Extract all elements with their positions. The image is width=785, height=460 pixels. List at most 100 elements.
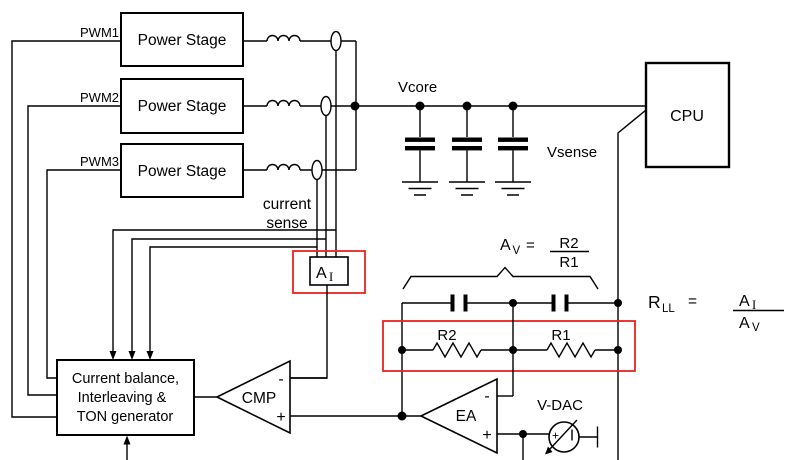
- junction-dot: [397, 411, 407, 421]
- av-equals: =: [526, 237, 535, 254]
- rll-den-sub: V: [752, 322, 760, 334]
- sense2-to-controller-wire: [131, 238, 326, 352]
- cmp-plus-sign: +: [276, 409, 285, 426]
- ai-output-wire: [290, 285, 328, 379]
- output-capacitor-3: [495, 101, 531, 196]
- current-sense-transformer-icon: [320, 95, 332, 117]
- vsense-label: Vsense: [547, 144, 597, 161]
- phase-3: PWM3 Power Stage: [46, 143, 356, 379]
- inductor-icon: [266, 34, 301, 42]
- arrowhead-icon: [545, 446, 553, 455]
- current-sense-label-line1: current: [263, 196, 312, 213]
- pwm2-label: PWM2: [80, 90, 119, 105]
- vdac-label: V-DAC: [537, 397, 583, 414]
- power-stage-3-box: [120, 143, 244, 198]
- cmp-minus-sign: -: [278, 371, 283, 388]
- controller-block: Current balance, Interleaving & TON gene…: [56, 359, 217, 460]
- capacitor-icon: [463, 294, 468, 312]
- current-sense-bus: current sense: [109, 196, 336, 360]
- av-denominator: R1: [559, 254, 578, 271]
- junction-dot: [614, 299, 622, 307]
- capacitor-icon: [564, 294, 569, 312]
- arrow-down-icon: [109, 351, 117, 360]
- junction-dot: [398, 346, 406, 354]
- inductor-icon: [266, 163, 301, 171]
- av-base: A: [500, 237, 511, 254]
- phase-2: PWM2 Power Stage: [27, 78, 356, 396]
- ai-box: [309, 256, 349, 286]
- arrow-down-icon: [128, 351, 136, 360]
- vdac-plus-sign: +: [552, 429, 559, 443]
- vsense-wire: [617, 109, 647, 460]
- brace-icon: [402, 266, 599, 290]
- capacitor-icon: [405, 146, 435, 151]
- comparator-triangle: [215, 359, 291, 435]
- current-sense-transformer-icon: [330, 30, 342, 52]
- feedback-network: R2 R1: [382, 266, 636, 396]
- sense3-to-controller-wire: [149, 246, 317, 352]
- cpu-label: CPU: [670, 108, 704, 125]
- arrow-up-icon: [123, 435, 131, 445]
- capacitor-icon: [405, 137, 435, 142]
- rll-den-base: A: [739, 315, 750, 332]
- power-stage-2-box: [120, 78, 244, 134]
- ground-icon: [495, 181, 531, 196]
- rll-base: R: [648, 292, 661, 312]
- power-stage-1-label: Power Stage: [138, 32, 227, 49]
- rll-num-sub: I: [752, 298, 756, 312]
- current-gain-amplifier: A I: [290, 250, 366, 379]
- controller-box: [56, 359, 195, 436]
- vcore-label: Vcore: [398, 79, 437, 96]
- capacitor-icon: [498, 137, 528, 142]
- ai-label-sub: I: [329, 270, 333, 284]
- cmp-label: CMP: [242, 390, 276, 407]
- av-numerator: R2: [559, 235, 578, 252]
- rll-formula: R LL = A I A V: [648, 292, 784, 334]
- error-amplifier-ea: EA - +: [397, 303, 549, 460]
- phase-1: PWM1 Power Stage: [11, 12, 356, 418]
- sense1-to-controller-wire: [112, 229, 336, 352]
- controller-label-line1: Current balance,: [72, 371, 179, 387]
- pwm2-feedback-wire: [27, 105, 121, 396]
- controller-label-line3: TON generator: [77, 409, 174, 425]
- pwm3-feedback-wire: [46, 169, 121, 379]
- arrow-down-icon: [146, 351, 154, 360]
- pwm1-label: PWM1: [80, 25, 119, 40]
- ai-label-base: A: [316, 265, 327, 282]
- current-sense-label-line2: sense: [266, 215, 307, 232]
- comparator-cmp: CMP - +: [215, 359, 402, 435]
- capacitor-icon: [450, 294, 455, 312]
- power-stage-3-label: Power Stage: [138, 163, 227, 180]
- capacitor-icon: [498, 146, 528, 151]
- resistor-r1-icon: [546, 341, 596, 359]
- resistor-r2-icon: [432, 341, 482, 359]
- ai-highlight-box: [292, 250, 366, 294]
- rll-sub: LL: [662, 303, 675, 315]
- r2-label: R2: [437, 327, 456, 344]
- ea-plus-sign: +: [482, 427, 491, 444]
- cpu-box: [644, 61, 731, 169]
- ground-icon: [449, 181, 485, 196]
- ground-icon: [402, 181, 438, 196]
- power-stage-2-label: Power Stage: [138, 98, 227, 115]
- junction-dot: [350, 101, 360, 111]
- vdac: V-DAC +: [537, 397, 599, 455]
- rll-num-base: A: [739, 293, 750, 310]
- rll-equals: =: [688, 293, 697, 310]
- ea-minus-sign: -: [484, 388, 489, 405]
- pwm3-label: PWM3: [80, 154, 119, 169]
- output-capacitor-1: [402, 101, 438, 196]
- current-sense-transformer-icon: [311, 159, 323, 181]
- av-formula: A V = R2 R1: [500, 235, 589, 271]
- capacitor-icon: [452, 146, 482, 151]
- junction-dot: [614, 346, 622, 354]
- output-capacitor-2: [449, 101, 485, 196]
- inductor-icon: [266, 99, 301, 107]
- power-stage-1-box: [120, 12, 244, 67]
- vdac-adjust-arrow: [548, 419, 578, 451]
- r1-label: R1: [551, 327, 570, 344]
- capacitor-icon: [551, 294, 556, 312]
- error-amp-triangle: [419, 377, 498, 455]
